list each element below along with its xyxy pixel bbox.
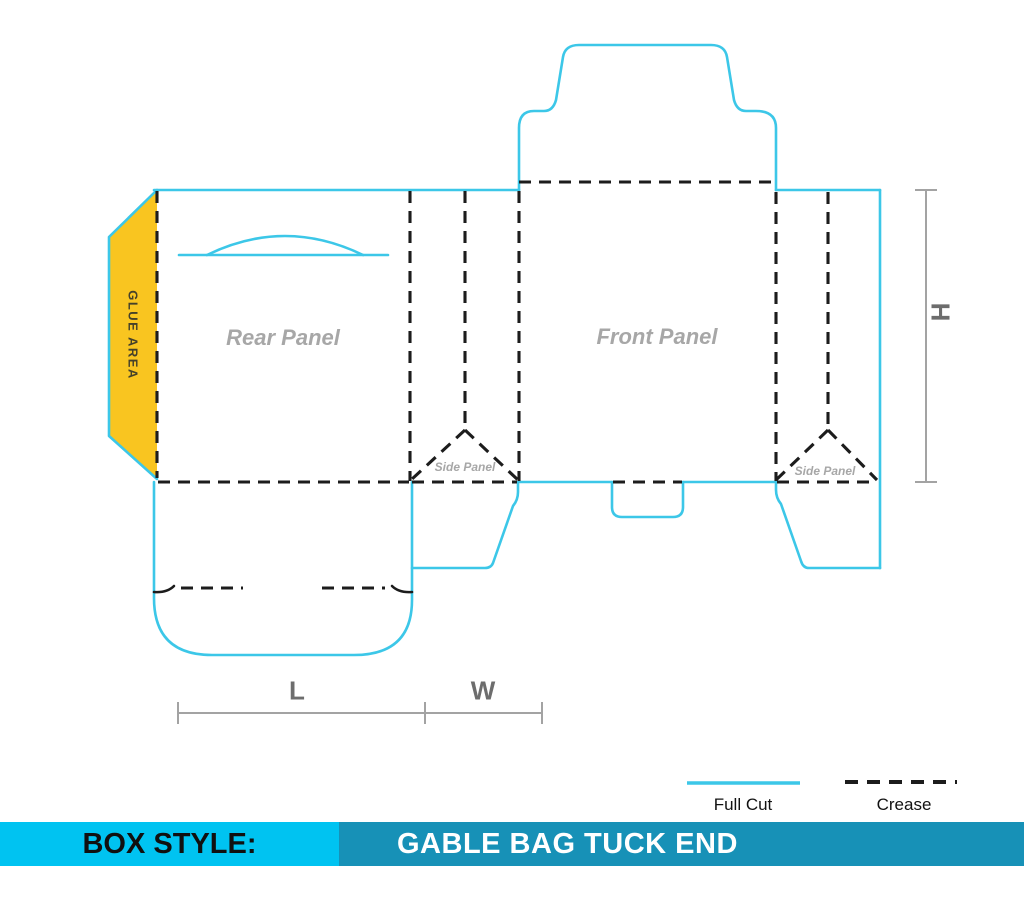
right-dust-flap-cut <box>774 480 882 570</box>
box-style-name: GABLE BAG TUCK END <box>339 822 1024 866</box>
front-panel-label: Front Panel <box>596 324 718 349</box>
rear-panel-slot-arc-cut <box>205 234 365 257</box>
right-triangle-crease-b <box>826 428 879 482</box>
legend-crease-label: Crease <box>876 795 932 814</box>
box-style-caption: BOX STYLE: <box>0 822 339 866</box>
glue-area-cut-edge <box>107 188 159 481</box>
gable-lid-cut <box>517 43 778 192</box>
legend-full-cut-label: Full Cut <box>713 795 773 814</box>
glue-area-label: GLUE AREA <box>125 290 141 380</box>
bottom-flap-right-hook-cut <box>390 584 414 594</box>
height-dimension-label: H <box>925 302 956 322</box>
glue-area-shape <box>109 190 157 479</box>
thumb-notch-cut <box>610 480 685 519</box>
left-triangle-crease-b <box>463 428 520 482</box>
right-triangle-crease-a <box>774 428 830 482</box>
side-panel-right-label: Side Panel <box>794 464 856 478</box>
bottom-flap-left-hook-cut <box>152 584 176 594</box>
length-dimension-label: L <box>289 675 305 706</box>
side-panel-left-label: Side Panel <box>434 460 496 474</box>
left-triangle-crease-a <box>409 428 467 482</box>
box-style-bar: BOX STYLE: GABLE BAG TUCK END <box>0 822 1024 866</box>
bottom-flap-cut <box>152 480 414 657</box>
width-dimension-label: W <box>470 675 496 706</box>
left-dust-flap-cut <box>410 480 520 570</box>
rear-panel-label: Rear Panel <box>226 325 340 350</box>
